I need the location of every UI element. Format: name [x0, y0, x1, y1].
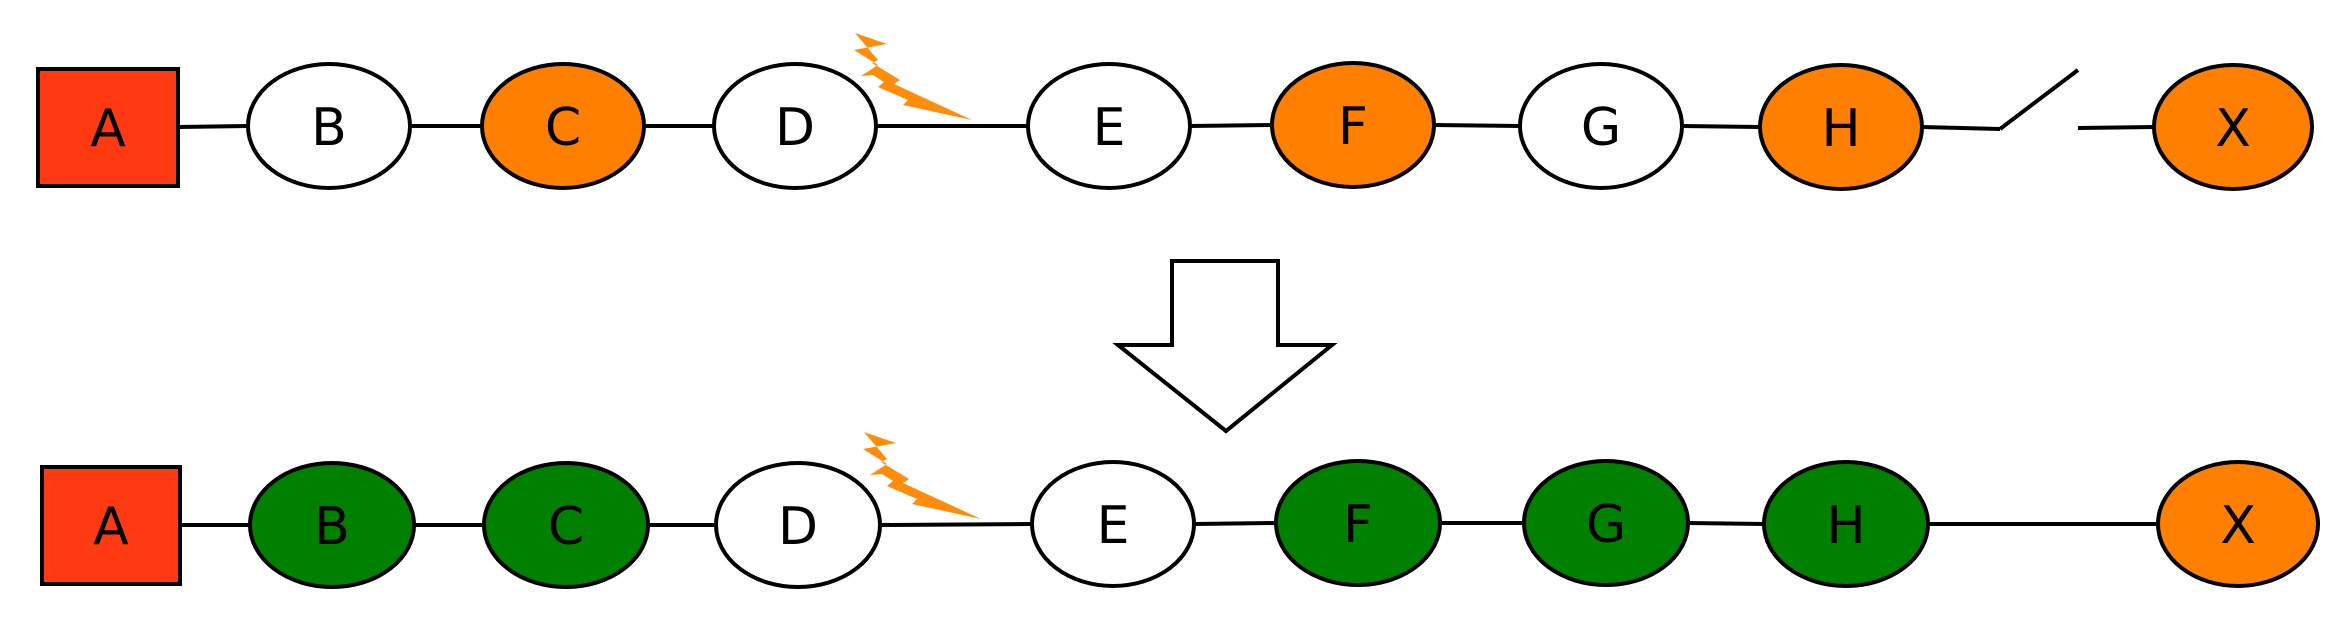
lightning-bolt-icon — [854, 33, 972, 120]
node-d-bottom — [714, 461, 882, 589]
node-label: E — [1093, 98, 1126, 158]
down-arrow-icon — [1112, 259, 1338, 434]
node-label: F — [1338, 97, 1368, 157]
node-c-top — [480, 62, 646, 190]
top-fault — [854, 33, 972, 120]
wire-a-b — [177, 124, 249, 129]
node-label: G — [1581, 98, 1621, 158]
node-e-bottom — [1030, 460, 1196, 588]
node-label: H — [1821, 99, 1860, 159]
node-a-top — [36, 67, 180, 188]
wire-e-f — [1193, 521, 1277, 526]
node-label: C — [548, 497, 584, 557]
node-g-bottom — [1522, 459, 1690, 587]
node-label: X — [2215, 99, 2251, 159]
node-label: D — [775, 98, 815, 158]
node-x-top — [2152, 63, 2314, 191]
node-f-top — [1270, 61, 1436, 189]
node-label: X — [2220, 496, 2256, 556]
wire-f-g — [1433, 123, 1521, 128]
bottom-nodes: A B C D E F G H X — [40, 459, 2320, 589]
node-e-top — [1026, 62, 1192, 190]
node-label: F — [1343, 495, 1373, 555]
wire-switch-x — [2077, 125, 2155, 130]
node-label: A — [93, 497, 129, 557]
node-b-bottom — [248, 461, 416, 589]
node-label: D — [778, 497, 818, 557]
node-g-top — [1518, 62, 1684, 190]
wire-d-e — [879, 522, 1033, 527]
top-wires — [177, 68, 2155, 131]
node-h-bottom — [1762, 460, 1930, 588]
wire-h-switch — [1921, 125, 2001, 131]
node-d-top — [712, 62, 878, 190]
node-label: B — [314, 497, 350, 557]
wire-g-h — [1687, 521, 1765, 526]
wire-g-h — [1681, 124, 1761, 129]
wire-e-f — [1189, 123, 1273, 128]
node-b-top — [246, 62, 412, 190]
top-row: A B C D E F G H X — [36, 33, 2314, 191]
node-label: H — [1826, 496, 1865, 556]
lightning-bolt-icon — [863, 432, 981, 519]
node-h-top — [1758, 63, 1924, 191]
node-label: G — [1586, 495, 1626, 555]
open-switch-icon — [1998, 68, 2080, 131]
bottom-wires — [180, 521, 2158, 527]
node-label: C — [545, 98, 581, 158]
node-f-bottom — [1274, 459, 1442, 587]
node-label: B — [311, 98, 347, 158]
top-nodes: A B C D E F G H X — [36, 61, 2314, 191]
node-a-bottom — [40, 465, 182, 586]
node-c-bottom — [482, 461, 650, 589]
node-label: A — [90, 99, 126, 159]
bottom-row: A B C D E F G H X — [40, 432, 2320, 589]
node-label: E — [1097, 496, 1130, 556]
node-x-bottom — [2156, 460, 2320, 588]
bottom-fault — [863, 432, 981, 519]
